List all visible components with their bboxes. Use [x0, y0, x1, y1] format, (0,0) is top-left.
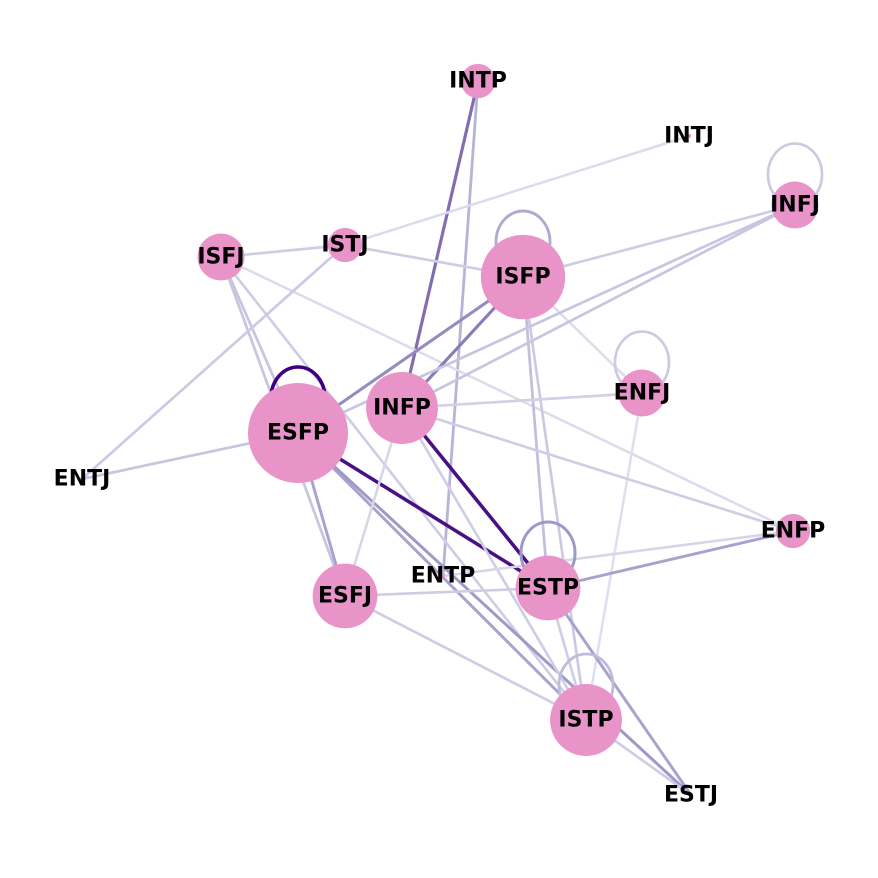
edge-enfp-entp	[441, 529, 795, 578]
edge-infp-istp	[400, 406, 588, 722]
edge-enfj-istp	[584, 391, 644, 722]
edge-enfp-estp	[546, 529, 795, 590]
node-label-enfp: ENFP	[761, 519, 826, 544]
node-label-estp: ESTP	[517, 576, 579, 601]
node-isfj	[197, 233, 245, 281]
edge-esfj-istp	[343, 594, 588, 722]
node-intp	[460, 63, 496, 99]
node-estj	[689, 793, 693, 797]
node-esfj	[312, 563, 378, 629]
edge-estp-esfj	[343, 586, 550, 598]
node-label-istp: ISTP	[558, 708, 613, 733]
node-entj	[80, 477, 84, 481]
node-intj	[687, 134, 691, 138]
node-infj	[771, 181, 819, 229]
edge-infp-enfp	[400, 406, 795, 533]
node-isfp	[480, 234, 566, 320]
node-label-entj: ENTJ	[54, 467, 111, 492]
edge-enfj-infp	[400, 391, 644, 410]
edge-infj-infp	[400, 203, 797, 410]
node-label-isfp: ISFP	[495, 265, 550, 290]
edge-isfp-infj	[521, 203, 797, 279]
node-label-estj: ESTJ	[664, 783, 718, 808]
node-label-esfj: ESFJ	[318, 584, 372, 609]
node-istp	[550, 684, 622, 756]
node-label-esfp: ESFP	[267, 421, 329, 446]
labels-layer: INTP INTJ INFJ ISFJ ISTJ ISFP ENFJ ESFP INFP ENTJ…	[54, 69, 826, 808]
node-entp	[441, 574, 445, 578]
node-istj	[327, 227, 363, 263]
node-enfj	[618, 369, 666, 417]
node-label-enfj: ENFJ	[614, 381, 671, 406]
edges-layer	[80, 79, 824, 797]
edge-esfp-estj	[296, 431, 693, 797]
node-label-intj: INTJ	[664, 124, 714, 149]
edge-infp-estp	[400, 406, 550, 590]
node-label-isfj: ISFJ	[197, 245, 244, 270]
edge-isfj-enfp	[219, 255, 795, 533]
nodes-layer	[80, 63, 819, 797]
node-estp	[515, 555, 581, 621]
node-label-infp: INFP	[373, 396, 431, 421]
node-label-intp: INTP	[449, 69, 507, 94]
edge-estp-estj	[546, 586, 693, 797]
node-label-istj: ISTJ	[321, 233, 368, 258]
edge-istj-entj	[80, 243, 347, 481]
node-label-entp: ENTP	[411, 564, 476, 589]
edge-intj-istj	[343, 134, 691, 247]
node-enfp	[775, 513, 811, 549]
edge-intp-entp	[441, 79, 480, 578]
node-esfp	[248, 383, 348, 483]
edge-isfp-istp	[521, 275, 588, 722]
node-label-infj: INFJ	[770, 193, 820, 218]
node-infp	[366, 372, 438, 444]
